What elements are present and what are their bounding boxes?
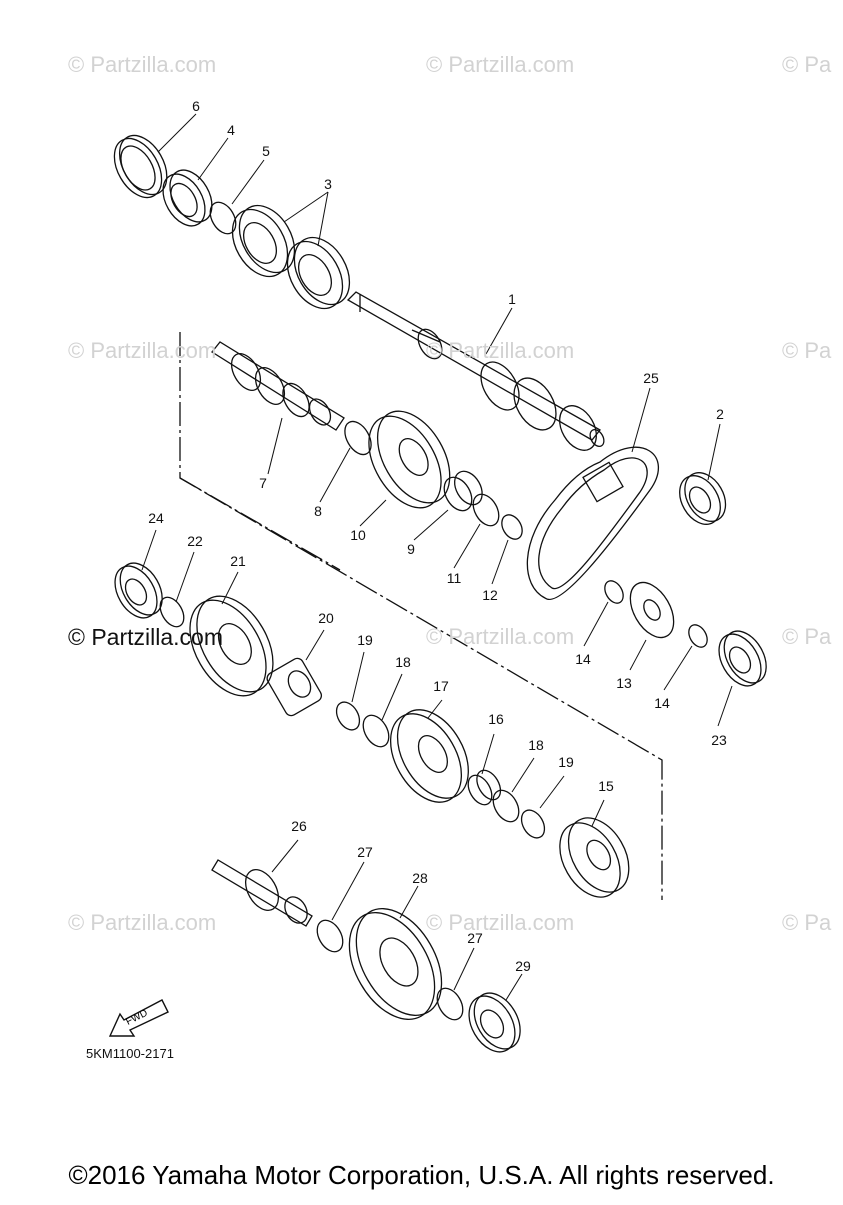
callout-29: 29 [515,958,531,974]
part-10-gear [368,410,451,509]
part-13-sprocket [629,581,675,639]
watermark: © Partzilla.com [68,338,217,363]
callout-15: 15 [598,778,614,794]
part-code: 5KM1100-2171 [86,1046,174,1061]
part-29-bearing [468,992,521,1053]
callout-18a: 18 [395,654,411,670]
watermark: © Partzilla.com [426,52,575,77]
part-18-washer-b [492,789,520,823]
leader-lines [141,113,733,1001]
part-15-gear [559,817,630,898]
watermark: © Pa [782,338,832,363]
part-25-chain [526,446,660,601]
watermark: © Partzilla.com [68,910,217,935]
callout-13: 13 [616,675,632,691]
watermark: © Partzilla.com [426,624,575,649]
part-21-gear [189,595,274,697]
watermark: © Pa [782,624,832,649]
callout-26: 26 [291,818,307,834]
part-1-main-shaft [346,291,605,451]
callout-23: 23 [711,732,727,748]
fwd-arrow-icon: FWD [108,999,169,1037]
watermark: © Partzilla.com [426,910,575,935]
part-18-washer-a [362,714,390,748]
part-14-circlip-a [604,580,624,604]
callout-19b: 19 [558,754,574,770]
part-11-washer [472,493,500,527]
part-17-gear [389,709,469,803]
part-26-shaft [211,859,313,927]
callout-6: 6 [192,98,200,114]
callout-8: 8 [314,503,322,519]
part-16-collar [467,769,502,806]
part-8-washer [344,420,372,456]
callout-12: 12 [482,587,498,603]
callout-21: 21 [230,553,246,569]
callout-14b: 14 [654,695,670,711]
callout-10: 10 [350,527,366,543]
part-24-bearing [114,562,163,619]
part-22-washer [159,596,185,628]
part-7-drive-axle [211,341,345,431]
callout-18b: 18 [528,737,544,753]
copyright-notice: ©2016 Yamaha Motor Corporation, U.S.A. A… [68,1160,775,1190]
callout-24: 24 [148,510,164,526]
part-20-dog [266,657,323,717]
watermark: © Pa [782,52,832,77]
callout-3: 3 [324,176,332,192]
callout-4: 4 [227,122,235,138]
part-3-bearing-a [231,204,296,278]
part-4-bushing [162,169,213,227]
callout-5: 5 [262,143,270,159]
callout-14a: 14 [575,651,591,667]
part-27-circlip-b [436,987,464,1021]
part-9-needle-bearing [443,470,483,512]
callout-7: 7 [259,475,267,491]
callout-27b: 27 [467,930,483,946]
callout-9: 9 [407,541,415,557]
watermark: © Pa [782,910,832,935]
callout-1: 1 [508,291,516,307]
part-14-circlip-b [688,624,708,648]
callout-2: 2 [716,406,724,422]
watermark: © Partzilla.com [426,338,575,363]
callout-22: 22 [187,533,203,549]
watermark-strong: © Partzilla.com [68,624,223,650]
callout-19a: 19 [357,632,373,648]
part-28-gear [348,907,443,1021]
watermark: © Partzilla.com [68,52,217,77]
part-6-bearing [113,134,168,199]
assembly-frame [179,332,663,900]
part-19-circlip-b [520,809,546,839]
part-19-circlip-a [335,701,361,731]
part-5-oring [209,201,237,235]
callout-27a: 27 [357,844,373,860]
callout-11: 11 [446,570,462,586]
part-27-circlip-a [316,919,344,953]
callout-28: 28 [412,870,428,886]
callout-20: 20 [318,610,334,626]
callout-25: 25 [643,370,659,386]
part-23-bearing [718,630,767,687]
callout-16: 16 [488,711,504,727]
part-3-bearing-b [286,236,351,310]
part-12-circlip [501,514,523,540]
part-2-bearing [679,472,727,525]
callout-17: 17 [433,678,449,694]
